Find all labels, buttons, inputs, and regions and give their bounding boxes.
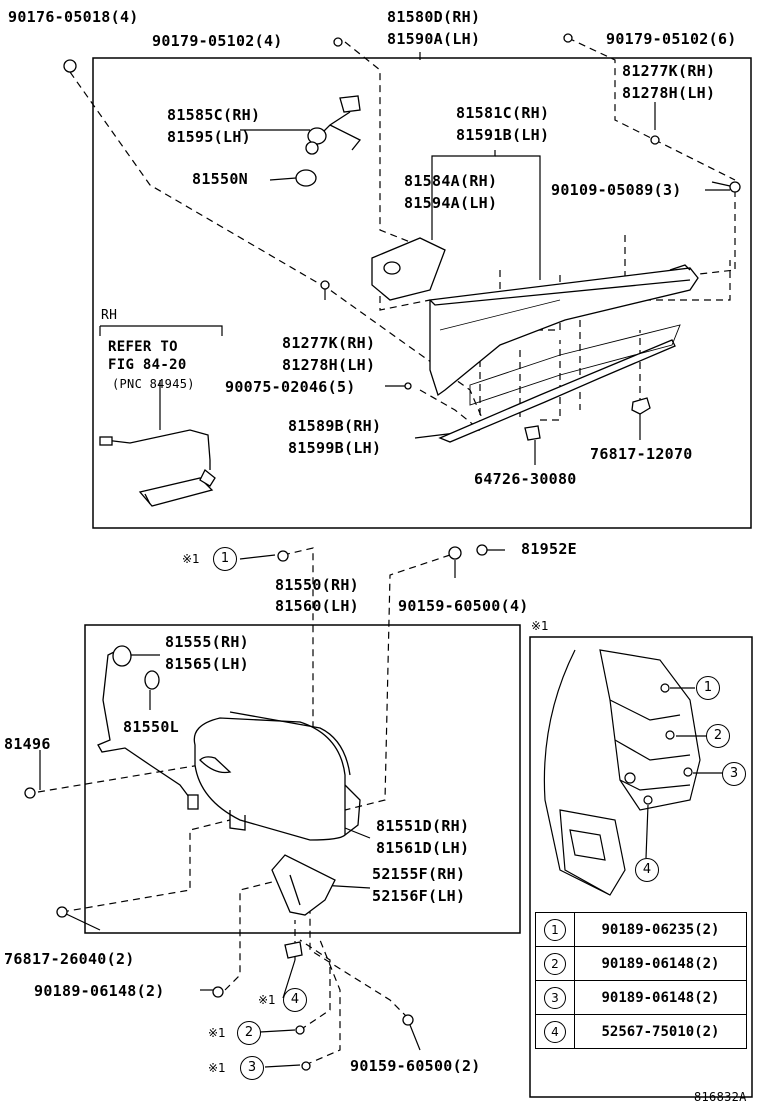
label-81496: 81496 [4,735,51,753]
clip-64726 [524,425,541,441]
label-rh: RH [101,308,118,323]
label-90189: 90189-06148(2) [34,982,165,1000]
inset-frame [529,636,753,1098]
legend-part: 90189-06148(2) [574,980,747,1015]
note-mark-3: ※1 [208,1061,226,1075]
legend-part: 52567-75010(2) [574,1014,747,1049]
label-90179-b: 90179-05102(6) [606,30,737,48]
label-76817-26040: 76817-26040(2) [4,950,135,968]
label-52156f: 52156F(LH) [372,887,466,905]
label-refer-to: REFER TO [108,339,178,355]
label-81589b: 81589B(RH) [288,417,382,435]
label-81580d: 81580D(RH) [387,8,481,26]
note-mark-2: ※1 [208,1026,226,1040]
garnish-panel [429,267,699,397]
label-81560: 81560(LH) [275,597,359,615]
label-81278h-b: 81278H(LH) [282,356,376,374]
label-64726: 64726-30080 [474,470,577,488]
label-90109: 90109-05089(3) [551,181,682,199]
label-81599b: 81599B(LH) [288,439,382,457]
label-81277k-a: 81277K(RH) [622,62,716,80]
lamp-harness [97,649,196,806]
label-81594a: 81594A(LH) [404,194,498,212]
inset-callout-2: 2 [706,724,730,748]
label-81595: 81595(LH) [167,128,251,146]
label-81591b: 81591B(LH) [456,126,550,144]
label-81565: 81565(LH) [165,655,249,673]
legend-row: 3 90189-06148(2) [535,980,747,1015]
label-81584a: 81584A(RH) [404,172,498,190]
seal-strip [438,339,676,443]
legend-row: 4 52567-75010(2) [535,1014,747,1049]
callout-3-bottom: 3 [240,1056,264,1080]
label-81581c: 81581C(RH) [456,104,550,122]
inset-callout-3: 3 [722,762,746,786]
top-frame [92,57,752,529]
bottom-frame [84,624,521,934]
label-81551d: 81551D(RH) [376,817,470,835]
label-81590a: 81590A(LH) [387,30,481,48]
label-52155f: 52155F(RH) [372,865,466,883]
label-81952e: 81952E [521,540,577,558]
label-90159-a: 90159-60500(4) [398,597,529,615]
legend-num: 3 [544,986,566,1009]
inset-body-outline [543,649,611,896]
rear-lamp-body [193,717,346,841]
legend-part: 90189-06148(2) [574,946,747,981]
note-mark-1: ※1 [182,552,200,566]
label-90075: 90075-02046(5) [225,378,356,396]
callout-2-bottom: 2 [237,1021,261,1045]
legend-num: 4 [544,1020,566,1043]
license-lamp [138,477,214,507]
label-90176: 90176-05018(4) [8,8,139,26]
inset-callout-1: 1 [696,676,720,700]
label-81550l: 81550L [123,718,179,736]
lamp-bracket [271,854,336,916]
legend-part: 90189-06235(2) [574,912,747,947]
label-81550n: 81550N [192,170,248,188]
callout-1-top: 1 [213,547,237,571]
clip-76817 [631,397,651,415]
label-81555: 81555(RH) [165,633,249,651]
inset-note-mark: ※1 [531,619,549,633]
label-90179-a: 90179-05102(4) [152,32,283,50]
bulb-81550n [295,169,317,187]
label-90159-b: 90159-60500(2) [350,1057,481,1075]
note-mark-4: ※1 [258,993,276,1007]
label-refer-fig: FIG 84-20 [108,357,187,373]
legend-num: 2 [544,952,566,975]
legend-row: 1 90189-06235(2) [535,912,747,947]
bulb-socket [339,95,361,113]
callout-legend-table: 1 90189-06235(2) 2 90189-06148(2) 3 9018… [535,912,747,1049]
inset-callout-4: 4 [635,858,659,882]
legend-row: 2 90189-06148(2) [535,946,747,981]
bracket-plate [469,324,681,406]
label-81550: 81550(RH) [275,576,359,594]
label-81561d: 81561D(LH) [376,839,470,857]
label-81278h-a: 81278H(LH) [622,84,716,102]
label-81585c: 81585C(RH) [167,106,261,124]
left-bracket [371,237,446,301]
label-refer-pnc: (PNC 84945) [112,377,195,391]
legend-num: 1 [544,918,566,941]
bulb-81550l [144,670,160,690]
label-81277k-b: 81277K(RH) [282,334,376,352]
label-76817-12070: 76817-12070 [590,445,693,463]
figure-id: 816832A [694,1090,747,1104]
callout-4-bottom: 4 [283,988,307,1012]
